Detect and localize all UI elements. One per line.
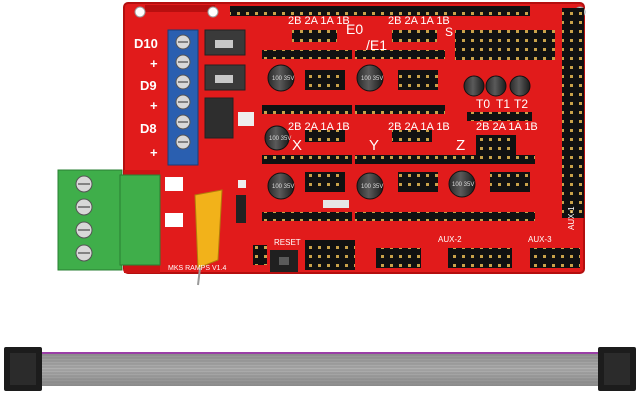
svg-text:100 35V: 100 35V bbox=[452, 182, 474, 188]
driver-sockets bbox=[262, 50, 535, 221]
polyfuse bbox=[194, 189, 223, 286]
label-aux1: AUX-1 bbox=[567, 206, 576, 230]
label-version: MKS RAMPS V1.4 bbox=[168, 265, 226, 272]
label-reset: RESET bbox=[274, 238, 301, 247]
small-parts bbox=[238, 180, 349, 208]
thermistor-cap bbox=[463, 75, 531, 97]
label-plus: + bbox=[150, 145, 158, 160]
label-s: S bbox=[445, 25, 453, 39]
capacitor: 100 35V bbox=[267, 172, 295, 200]
label-plus: + bbox=[150, 56, 158, 71]
capacitor: 100 35V bbox=[264, 125, 291, 151]
label-t2: T2 bbox=[514, 97, 528, 111]
label-d10: D10 bbox=[134, 36, 158, 51]
label-x: X bbox=[292, 137, 302, 154]
mount-hole bbox=[134, 6, 146, 18]
label-d8: D8 bbox=[140, 121, 157, 136]
label-aux2: AUX-2 bbox=[438, 235, 462, 244]
capacitor: 100 35V bbox=[356, 172, 384, 200]
blue-screw-terminal bbox=[167, 29, 199, 166]
label-plus: + bbox=[150, 98, 158, 113]
svg-text:100 35V: 100 35V bbox=[272, 76, 294, 82]
label-t1: T1 bbox=[496, 97, 510, 111]
diode bbox=[236, 195, 246, 223]
mount-hole bbox=[207, 6, 219, 18]
label-t0: T0 bbox=[476, 97, 490, 111]
jumper-label: 2B 2A 1A 1B bbox=[476, 121, 538, 133]
ribbon-cable bbox=[42, 352, 602, 386]
svg-text:100 35V: 100 35V bbox=[269, 136, 291, 142]
mosfet-row bbox=[204, 29, 254, 139]
reset-button bbox=[270, 250, 298, 272]
svg-text:100 35V: 100 35V bbox=[361, 76, 383, 82]
ribbon-connector-right bbox=[598, 347, 636, 391]
jumper-blocks bbox=[292, 30, 555, 192]
jumper-label: 2B 2A 1A 1B bbox=[288, 15, 350, 27]
capacitors: 100 35V 100 35V 100 35V 100 35V 100 35V … bbox=[264, 64, 531, 200]
svg-text:100 35V: 100 35V bbox=[272, 184, 294, 190]
green-screw-terminal bbox=[57, 169, 161, 271]
label-aux3: AUX-3 bbox=[528, 235, 552, 244]
svg-text:100 35V: 100 35V bbox=[361, 184, 383, 190]
label-y: Y bbox=[369, 137, 379, 154]
label-e1: /E1 bbox=[366, 37, 387, 53]
label-e0: E0 bbox=[346, 21, 363, 37]
capacitor: 100 35V bbox=[267, 64, 295, 92]
capacitor: 100 35V bbox=[356, 64, 384, 92]
power-markers bbox=[165, 177, 183, 227]
capacitor: 100 35V bbox=[448, 170, 476, 198]
bottom-headers bbox=[253, 240, 580, 270]
ribbon-connector-left bbox=[4, 347, 42, 391]
right-pin-header bbox=[562, 8, 584, 218]
jumper-label: 2B 2A 1A 1B bbox=[388, 15, 450, 27]
label-d9: D9 bbox=[140, 78, 157, 93]
label-z: Z bbox=[456, 137, 465, 154]
